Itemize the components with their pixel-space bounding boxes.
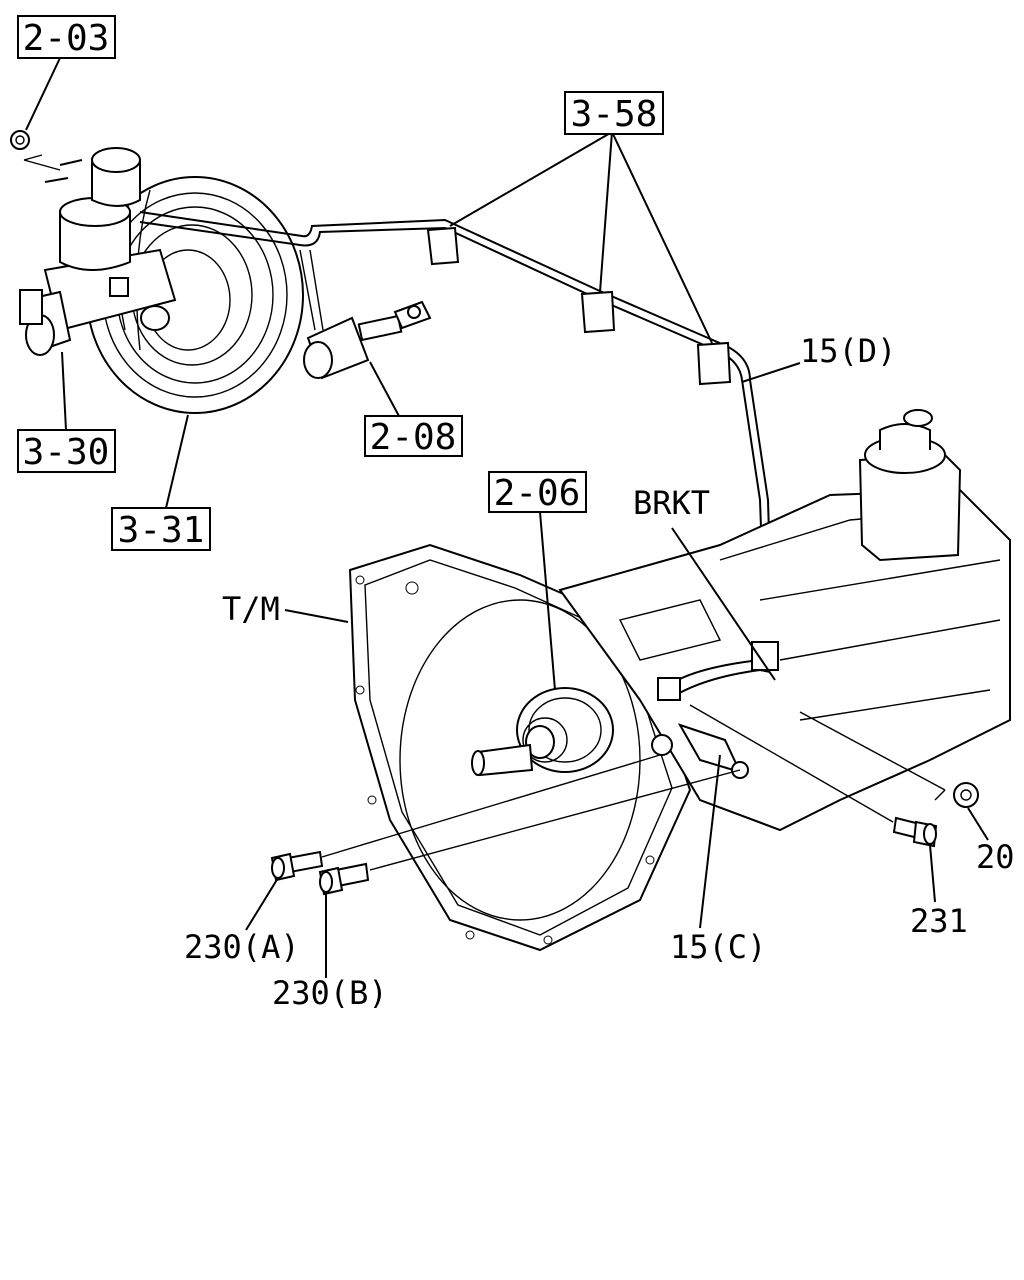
label-brkt: BRKT bbox=[633, 484, 710, 522]
label-231: 231 bbox=[910, 902, 968, 940]
callout-3-31-text: 3-31 bbox=[118, 510, 205, 551]
label-15c: 15(C) bbox=[670, 928, 766, 966]
callout-3-30-text: 3-30 bbox=[23, 432, 110, 473]
label-230b: 230(B) bbox=[272, 974, 388, 1012]
assembly-lines bbox=[23, 154, 946, 871]
callout-2-08-text: 2-08 bbox=[370, 417, 457, 458]
bolt-230a bbox=[270, 850, 324, 882]
master-cylinder bbox=[19, 147, 177, 356]
callout-3-31: 3-31 bbox=[111, 507, 211, 551]
nut-20 bbox=[953, 782, 979, 808]
callout-2-03: 2-03 bbox=[17, 15, 116, 59]
label-20: 20 bbox=[976, 838, 1015, 876]
callout-2-08: 2-08 bbox=[364, 415, 463, 458]
bolt-230b bbox=[318, 862, 370, 896]
label-230a: 230(A) bbox=[184, 928, 300, 966]
nut-2-03 bbox=[10, 130, 30, 150]
callout-3-58-text: 3-58 bbox=[571, 94, 658, 135]
callout-2-03-text: 2-03 bbox=[23, 18, 110, 59]
hydraulic-line bbox=[139, 211, 773, 641]
clutch-master-cylinder bbox=[299, 249, 432, 380]
callout-3-58: 3-58 bbox=[564, 91, 664, 135]
brake-booster bbox=[86, 176, 304, 414]
callout-2-06-text: 2-06 bbox=[494, 473, 581, 514]
callout-2-06: 2-06 bbox=[488, 471, 587, 514]
transmission bbox=[348, 409, 1011, 952]
label-tm: T/M bbox=[222, 590, 280, 628]
callout-3-30: 3-30 bbox=[17, 429, 116, 473]
bolt-231 bbox=[892, 816, 938, 848]
label-15d: 15(D) bbox=[800, 332, 896, 370]
leader-lines bbox=[25, 57, 989, 978]
